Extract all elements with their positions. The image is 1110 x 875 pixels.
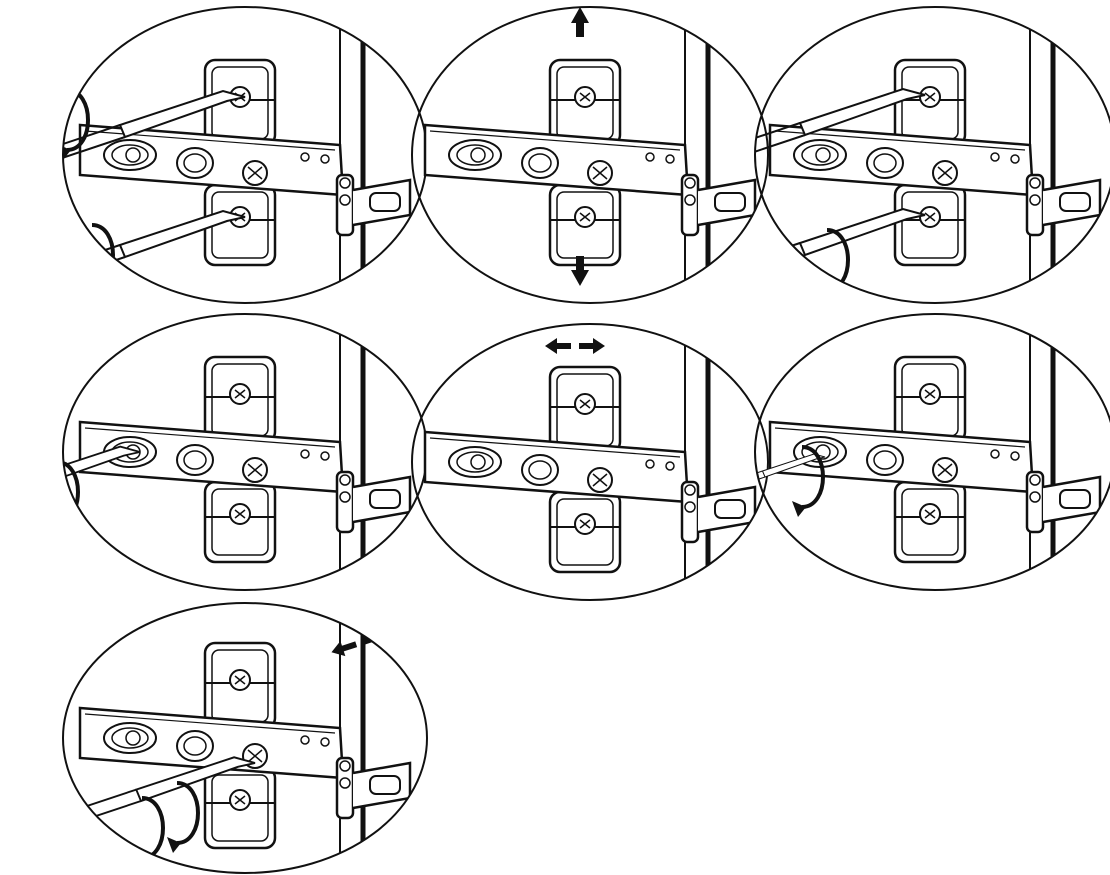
step-6-panel [754,313,1110,591]
step-1-panel [62,6,428,304]
step-2-panel [411,6,769,304]
panel-outline [62,602,428,874]
arrow-icon [571,7,589,37]
panel-outline [754,6,1110,304]
panels-group [62,6,1110,874]
panel-outline [754,313,1110,591]
panel-outline [411,6,769,304]
step-4-panel [62,313,428,591]
screwdriver-icon [755,208,926,286]
hinge-drawing [425,327,755,597]
rotation-arrow-icon [165,781,200,855]
screwdriver-icon [63,445,141,516]
step-7-panel [62,602,428,874]
hinge-drawing [425,20,755,290]
double-arrow-icon [328,626,392,660]
hinge-drawing [80,603,410,873]
rotation-arrow-icon [80,223,115,297]
panel-outline [411,323,769,601]
hinge-drawing [770,317,1100,587]
double-arrow-icon [545,338,605,354]
step-3-panel [754,6,1110,304]
step-5-panel [411,323,769,601]
